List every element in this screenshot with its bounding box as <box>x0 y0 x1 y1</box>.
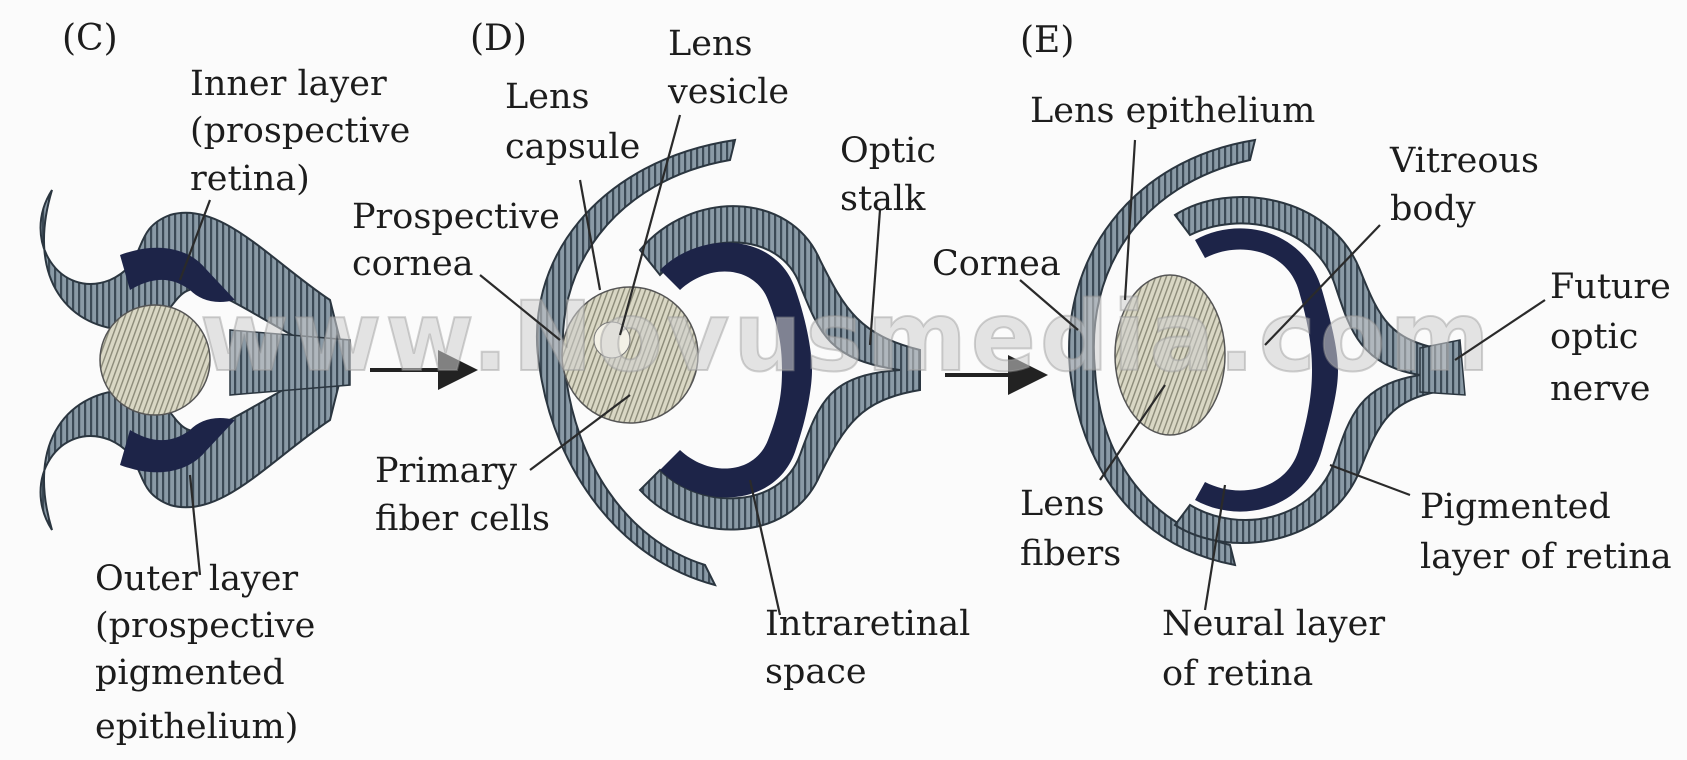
panel-label-d: (D) <box>470 18 527 59</box>
label-pigmented-2: layer of retina <box>1420 537 1672 577</box>
label-lens-epithelium: Lens epithelium <box>1030 91 1315 131</box>
label-inner-layer-3: retina) <box>190 159 310 199</box>
label-lens-vesicle-2: vesicle <box>667 72 789 112</box>
label-lens-capsule-1: Lens <box>505 77 589 117</box>
label-inner-layer-1: Inner layer <box>190 64 387 104</box>
label-future-optic-3: nerve <box>1550 369 1650 409</box>
label-neural-1: Neural layer <box>1162 604 1385 644</box>
label-intraretinal-2: space <box>765 652 867 692</box>
label-lens-vesicle-1: Lens <box>668 24 752 64</box>
label-optic-stalk-2: stalk <box>840 179 926 219</box>
label-pigmented-1: Pigmented <box>1420 487 1611 527</box>
label-lens-fibers-2: fibers <box>1020 534 1121 574</box>
label-lens-fibers-1: Lens <box>1020 484 1104 524</box>
label-vitreous-2: body <box>1390 189 1476 229</box>
panel-label-e: (E) <box>1020 20 1074 61</box>
label-future-optic-1: Future <box>1550 267 1671 307</box>
label-outer-layer-2: (prospective <box>95 606 315 646</box>
label-primary-fiber-2: fiber cells <box>375 499 550 539</box>
label-primary-fiber-1: Primary <box>375 451 517 491</box>
label-cornea: Cornea <box>932 244 1061 284</box>
label-optic-stalk-1: Optic <box>840 131 936 171</box>
label-prospective-cornea-1: Prospective <box>352 197 560 237</box>
label-future-optic-2: optic <box>1550 317 1638 357</box>
panel-c-lens-placode <box>100 305 210 415</box>
label-prospective-cornea-2: cornea <box>352 244 474 284</box>
label-inner-layer-2: (prospective <box>190 111 410 151</box>
label-outer-layer-3: pigmented <box>95 653 285 693</box>
label-vitreous-1: Vitreous <box>1389 141 1539 181</box>
panel-label-c: (C) <box>62 18 118 59</box>
label-lens-capsule-2: capsule <box>505 127 640 167</box>
label-outer-layer-4: epithelium) <box>95 707 298 747</box>
label-neural-2: of retina <box>1162 654 1313 694</box>
label-outer-layer-1: Outer layer <box>95 559 298 599</box>
watermark-text: www.Novusmedia.com <box>200 281 1494 393</box>
label-intraretinal-1: Intraretinal <box>765 604 970 644</box>
